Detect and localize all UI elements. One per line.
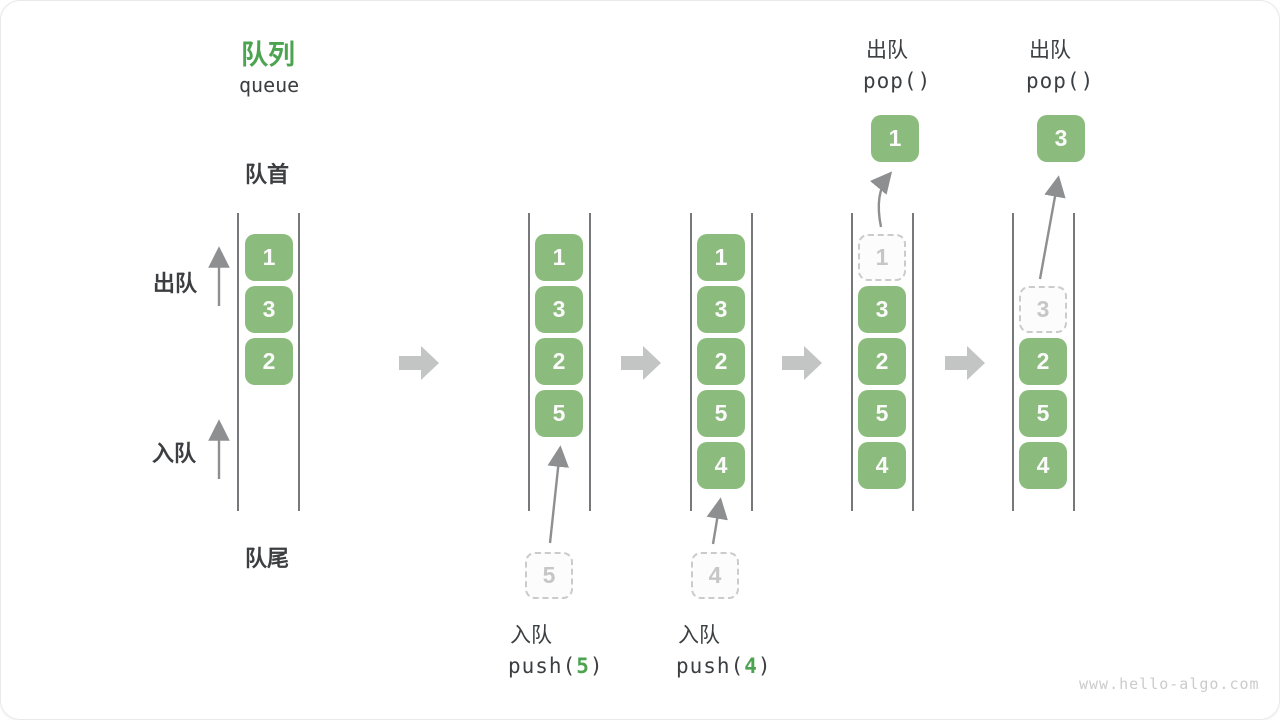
queue4-cell: 3 bbox=[858, 286, 906, 333]
queue2-cell: 2 bbox=[535, 338, 583, 385]
label-enqueue-side: 入队 bbox=[152, 441, 197, 466]
queue2-cell: 5 bbox=[535, 390, 583, 437]
state-transition-arrows bbox=[399, 346, 985, 380]
queue5-cell: 5 bbox=[1019, 390, 1067, 437]
queue4-popped-slot: 1 bbox=[858, 234, 906, 281]
flow-arrow-2-icon bbox=[621, 346, 661, 380]
queue1-cell: 1 bbox=[245, 234, 293, 281]
push2-label: 入队 bbox=[678, 624, 720, 647]
queue5-cell: 4 bbox=[1019, 442, 1067, 489]
flow-arrow-3-icon bbox=[782, 346, 822, 380]
flow-arrow-4-icon bbox=[945, 346, 985, 380]
queue5-popped-slot: 3 bbox=[1019, 286, 1067, 333]
push1-label: 入队 bbox=[510, 624, 552, 647]
pop1-code: pop() bbox=[863, 69, 932, 93]
staged-push-value-4: 4 bbox=[691, 552, 739, 599]
queue3-cell: 5 bbox=[697, 390, 745, 437]
pop1-arrow-icon bbox=[869, 171, 893, 228]
push2-code-pre: push( bbox=[676, 654, 745, 678]
pop2-label: 出队 bbox=[1029, 39, 1071, 62]
direction-arrows bbox=[208, 171, 1066, 545]
title-en: queue bbox=[239, 73, 300, 97]
queue5-cell: 2 bbox=[1019, 338, 1067, 385]
queue1-cell: 3 bbox=[245, 286, 293, 333]
push1-code-post: ) bbox=[589, 654, 604, 678]
flow-arrow-1-icon bbox=[399, 346, 439, 380]
label-queue-front: 队首 bbox=[245, 162, 290, 187]
pop2-arrow-icon bbox=[1038, 175, 1066, 280]
title-zh: 队列 bbox=[241, 40, 295, 70]
queue1-cell: 2 bbox=[245, 338, 293, 385]
queue4-cell: 5 bbox=[858, 390, 906, 437]
queue4-cell: 4 bbox=[858, 442, 906, 489]
queue3-cell: 4 bbox=[697, 442, 745, 489]
queue3-cell: 3 bbox=[697, 286, 745, 333]
queue3-cell: 2 bbox=[697, 338, 745, 385]
staged-push-value-5: 5 bbox=[525, 552, 573, 599]
label-queue-rear: 队尾 bbox=[245, 546, 290, 571]
push1-code: push(5) bbox=[508, 654, 604, 678]
popped-value-3: 3 bbox=[1037, 115, 1085, 162]
queue4-cell: 2 bbox=[858, 338, 906, 385]
push4-arrow-icon bbox=[706, 497, 728, 545]
queue2-cell: 1 bbox=[535, 234, 583, 281]
popped-value-1: 1 bbox=[871, 115, 919, 162]
queue3-cell: 1 bbox=[697, 234, 745, 281]
push2-code-post: ) bbox=[757, 654, 772, 678]
label-dequeue-side: 出队 bbox=[153, 271, 198, 296]
push5-arrow-icon bbox=[547, 445, 569, 544]
push2-code-arg: 4 bbox=[744, 654, 758, 678]
push1-code-arg: 5 bbox=[576, 654, 590, 678]
queue2-cell: 3 bbox=[535, 286, 583, 333]
push2-code: push(4) bbox=[676, 654, 772, 678]
push1-code-pre: push( bbox=[508, 654, 577, 678]
watermark: www.hello-algo.com bbox=[1079, 675, 1260, 693]
pop2-code: pop() bbox=[1026, 69, 1095, 93]
queue-walls bbox=[237, 213, 1075, 511]
pop1-label: 出队 bbox=[866, 39, 908, 62]
